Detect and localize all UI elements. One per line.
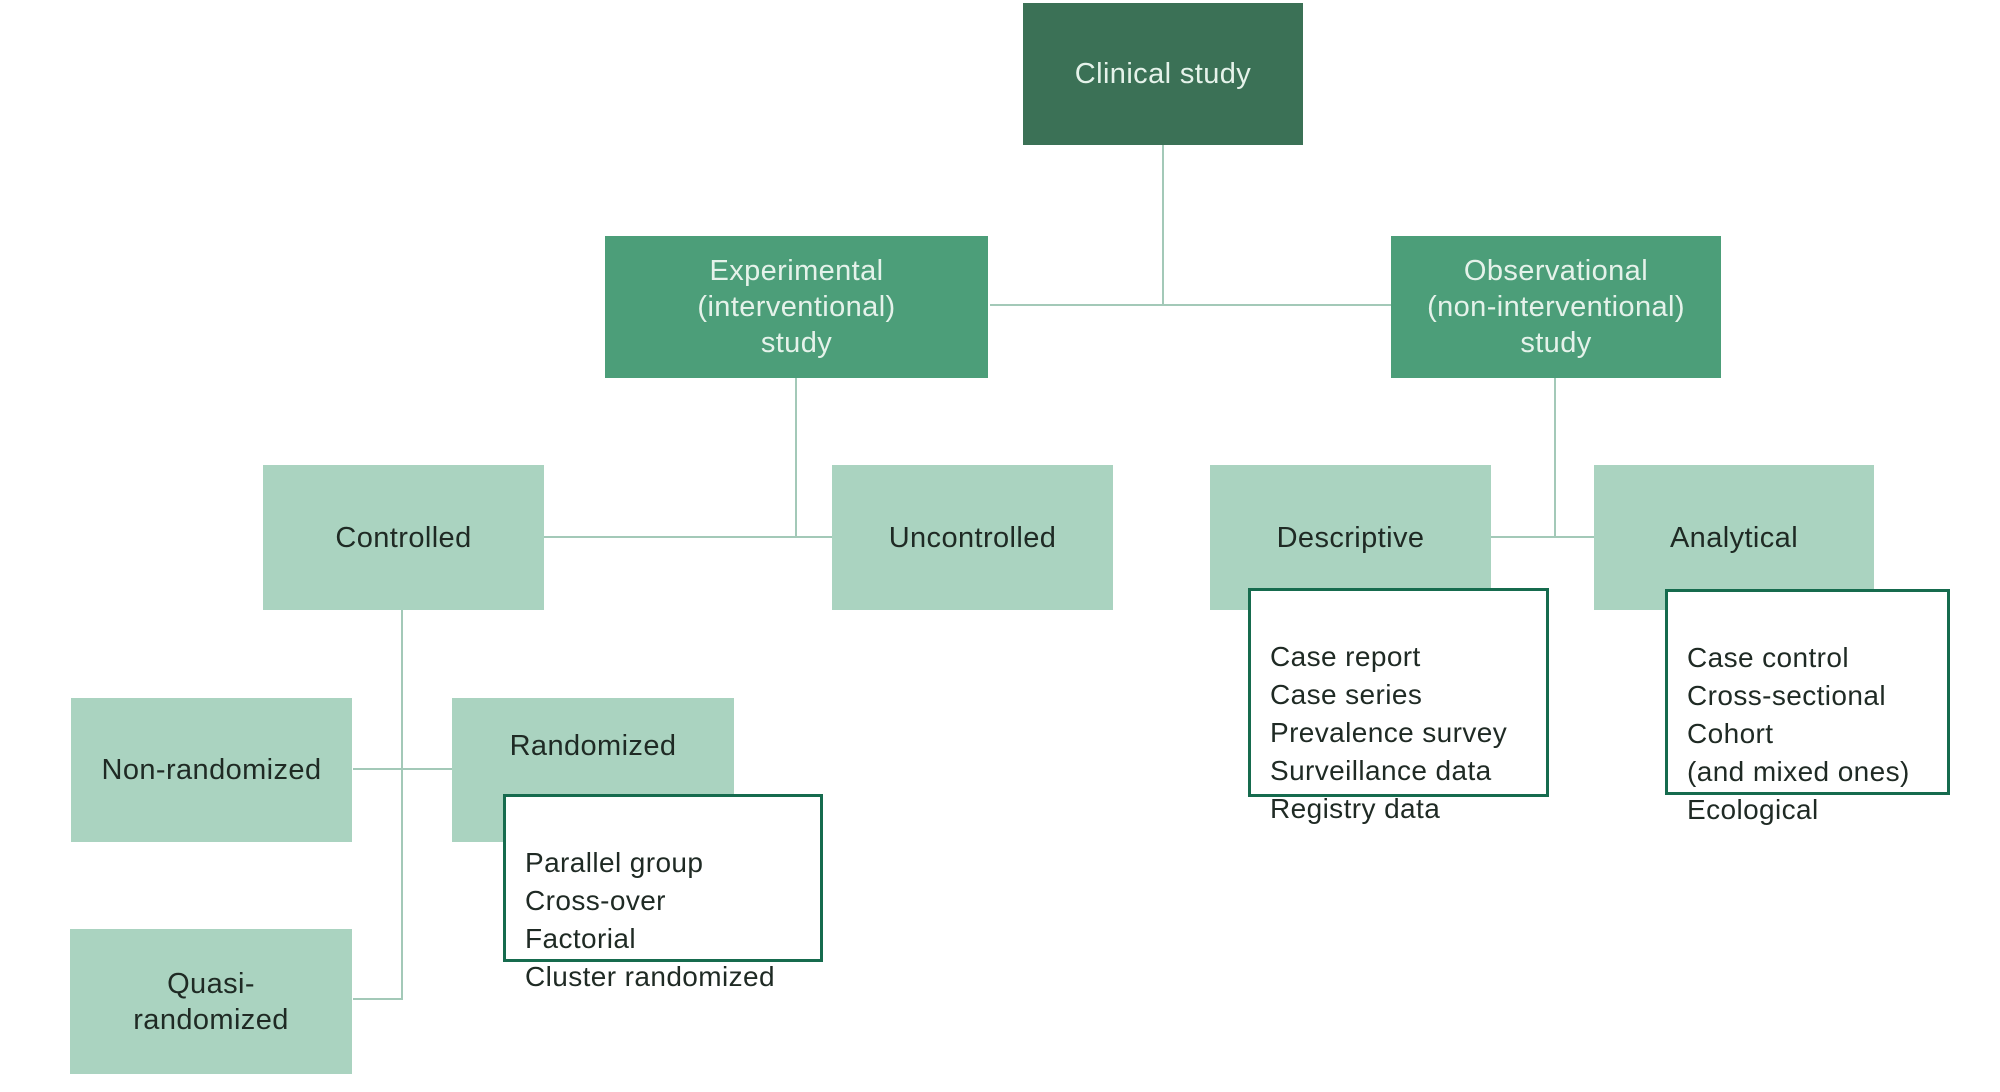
- node-non-randomized-label: Non-randomized: [101, 754, 322, 786]
- node-uncontrolled: Uncontrolled: [832, 465, 1113, 610]
- connector-level2-horizontal: [990, 304, 1391, 306]
- connector-controlled-uncontrolled-horizontal: [544, 536, 832, 538]
- node-observational-study-label: Observational (non-interventional) study: [1427, 255, 1685, 359]
- connector-descriptive-analytical-horizontal: [1491, 536, 1594, 538]
- analytical-types-listbox: Case control Cross-sectional Cohort (and…: [1665, 589, 1950, 825]
- connector-quasi-horizontal: [353, 998, 403, 1000]
- node-experimental-study-label: Experimental (interventional) study: [697, 255, 896, 359]
- node-controlled-label: Controlled: [335, 521, 472, 554]
- node-uncontrolled-label: Uncontrolled: [888, 521, 1057, 554]
- node-experimental-study: Experimental (interventional) study: [605, 236, 988, 378]
- connector-observational-vertical: [1554, 378, 1556, 538]
- node-quasi-randomized: Quasi- randomized: [70, 929, 352, 1074]
- node-quasi-randomized-label: Quasi- randomized: [133, 967, 289, 1036]
- analytical-types-text: Case control Cross-sectional Cohort (and…: [1687, 642, 1910, 825]
- node-observational-study: Observational (non-interventional) study: [1391, 236, 1721, 378]
- node-controlled: Controlled: [263, 465, 544, 610]
- node-randomized-label: Randomized: [509, 730, 677, 762]
- node-clinical-study: Clinical study: [1023, 3, 1303, 145]
- connector-controlled-vertical: [401, 610, 403, 1000]
- connector-nonrandomized-randomized-horizontal: [353, 768, 452, 770]
- randomized-types-text: Parallel group Cross-over Factorial Clus…: [525, 847, 775, 992]
- node-descriptive-label: Descriptive: [1276, 521, 1425, 554]
- node-non-randomized: Non-randomized: [71, 698, 352, 842]
- connector-clinical-vertical: [1162, 145, 1164, 306]
- randomized-types-listbox: Parallel group Cross-over Factorial Clus…: [503, 794, 823, 992]
- node-analytical-label: Analytical: [1669, 521, 1799, 554]
- node-descriptive: Descriptive: [1210, 465, 1491, 610]
- node-clinical-study-label: Clinical study: [1074, 58, 1252, 90]
- descriptive-types-text: Case report Case series Prevalence surve…: [1270, 641, 1508, 824]
- node-analytical: Analytical: [1594, 465, 1874, 610]
- connector-experimental-vertical: [795, 378, 797, 538]
- descriptive-types-listbox: Case report Case series Prevalence surve…: [1248, 588, 1549, 824]
